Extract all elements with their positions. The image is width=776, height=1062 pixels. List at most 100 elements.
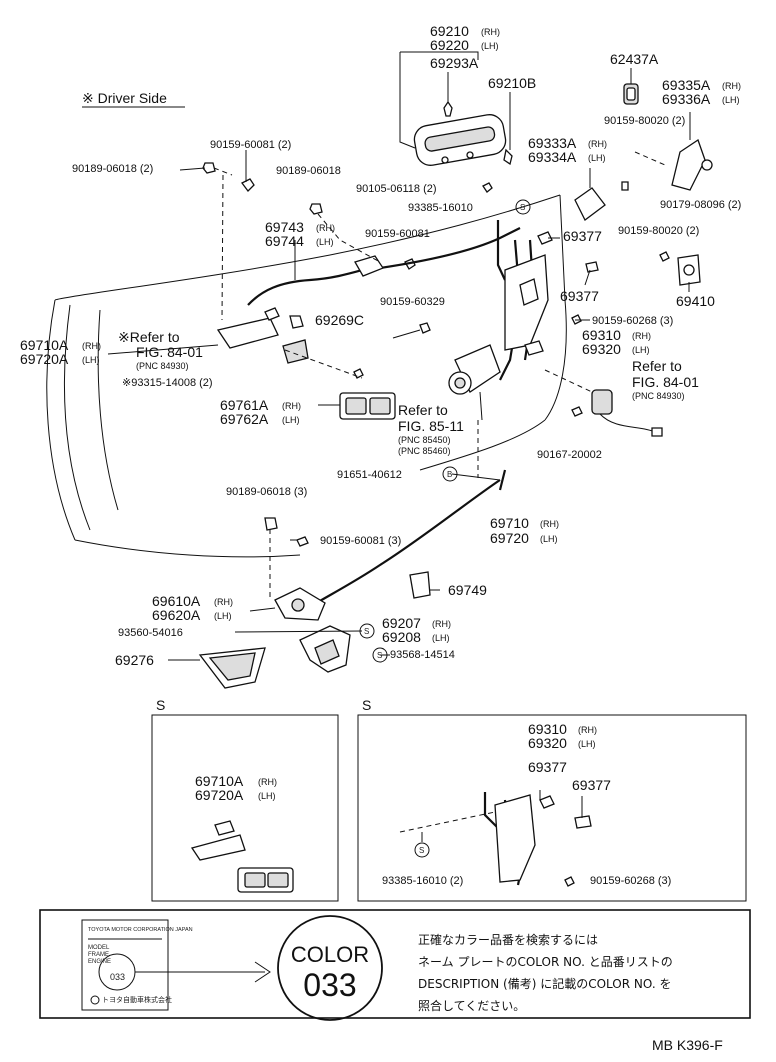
label-69377-b: 69377 bbox=[560, 288, 599, 304]
label-69720: 69720 bbox=[490, 530, 529, 546]
label-93385-16010-a: 93385-16010 bbox=[408, 202, 473, 214]
label-69276: 69276 bbox=[115, 652, 154, 668]
refer1-pnc: (PNC 84930) bbox=[136, 361, 189, 371]
label-69620a: 69620A bbox=[152, 607, 201, 623]
label-69749: 69749 bbox=[448, 582, 487, 598]
inset-box-right bbox=[357, 714, 747, 902]
label-rh: (RH) bbox=[316, 223, 335, 233]
fasteners-upper bbox=[202, 150, 670, 417]
lower-rod bbox=[264, 420, 507, 611]
inset2-lock-part bbox=[399, 790, 592, 887]
label-90159-60081-c: 90159-60081 (3) bbox=[320, 535, 401, 547]
handle-bezel-lower bbox=[299, 625, 351, 673]
label-90159-80020-b: 90159-80020 (2) bbox=[618, 225, 699, 237]
leader-lines bbox=[107, 167, 590, 656]
label-90159-60081-b: 90159-60081 bbox=[365, 228, 430, 240]
nameplate-maker: TOYOTA MOTOR CORPORATION JAPAN bbox=[88, 927, 193, 933]
label-69293a: 69293A bbox=[430, 55, 479, 71]
label-69744: 69744 bbox=[265, 233, 304, 249]
label-69334a: 69334A bbox=[528, 149, 577, 165]
inset2-label-69310: 69310 bbox=[528, 721, 567, 737]
label-lh: (LH) bbox=[540, 534, 558, 544]
label-69207: 69207 bbox=[382, 615, 421, 631]
inset2-label-90159: 90159-60268 (3) bbox=[590, 875, 671, 887]
label-93315-14008: ※93315-14008 (2) bbox=[122, 377, 213, 389]
label-69210: 69210 bbox=[430, 23, 469, 39]
refer2-fig: FIG. 84-01 bbox=[632, 374, 699, 390]
label-69310: 69310 bbox=[582, 327, 621, 343]
nameplate-company: トヨタ自動車株式会社 bbox=[102, 995, 172, 1004]
label-90189-06018-c: 90189-06018 (3) bbox=[226, 486, 307, 498]
inset-box-left bbox=[151, 714, 339, 902]
label-90159-80020-a: 90159-80020 (2) bbox=[604, 115, 685, 127]
inset1-handle-part bbox=[190, 820, 294, 893]
inside-handle-remote bbox=[216, 307, 363, 379]
color-legend-box bbox=[39, 909, 751, 1019]
label-69410: 69410 bbox=[676, 293, 715, 309]
refer1-label: ※Refer to bbox=[118, 329, 180, 345]
inset2-label-69377-b: 69377 bbox=[572, 777, 611, 793]
nameplate-frame: FRAME bbox=[88, 952, 109, 958]
label-90159-60329: 90159-60329 bbox=[380, 296, 445, 308]
label-69333a: 69333A bbox=[528, 135, 577, 151]
label-90159-60268-a: 90159-60268 (3) bbox=[592, 315, 673, 327]
label-rh: (RH) bbox=[214, 597, 233, 607]
rod-clip bbox=[409, 571, 431, 599]
refer2-pnc: (PNC 84930) bbox=[632, 391, 685, 401]
label-69710a: 69710A bbox=[20, 337, 69, 353]
label-rh: (RH) bbox=[432, 619, 451, 629]
marker-s: S bbox=[364, 627, 369, 636]
note-line1: 正確なカラー品番を検索するには bbox=[418, 932, 598, 947]
label-69269c: 69269C bbox=[315, 312, 364, 328]
label-rh: (RH) bbox=[722, 81, 741, 91]
label-rh: (RH) bbox=[632, 331, 651, 341]
lock-switch bbox=[544, 369, 663, 437]
label-69377-a: 69377 bbox=[563, 228, 602, 244]
key-cylinder bbox=[623, 68, 639, 105]
label-rh: (RH) bbox=[540, 519, 559, 529]
marker-s: S bbox=[377, 651, 382, 660]
remote-control-rod bbox=[247, 213, 521, 306]
label-69208: 69208 bbox=[382, 629, 421, 645]
nameplate-color-code: 033 bbox=[110, 972, 125, 982]
lock-motor bbox=[448, 344, 501, 421]
label-lh: (LH) bbox=[316, 237, 334, 247]
label-lh: (LH) bbox=[481, 41, 499, 51]
refer3-pnc2: (PNC 85460) bbox=[398, 446, 451, 456]
refer3-label: Refer to bbox=[398, 402, 448, 418]
marker-b: B bbox=[447, 470, 452, 479]
label-90189-06018-b: 90189-06018 bbox=[276, 165, 341, 177]
label-69710: 69710 bbox=[490, 515, 529, 531]
label-rh: (RH) bbox=[258, 777, 277, 787]
label-91651-40612: 91651-40612 bbox=[337, 469, 402, 481]
label-90167-20002: 90167-20002 bbox=[537, 449, 602, 461]
lock-cover bbox=[634, 112, 713, 191]
refer2-label: Refer to bbox=[632, 358, 682, 374]
label-69335a: 69335A bbox=[662, 77, 711, 93]
inside-handle-lower bbox=[274, 587, 326, 621]
inset2-label-93385: 93385-16010 (2) bbox=[382, 875, 463, 887]
color-badge-word: COLOR bbox=[291, 942, 369, 967]
refer1-fig: FIG. 84-01 bbox=[136, 344, 203, 360]
label-lh: (LH) bbox=[214, 611, 232, 621]
label-69762a: 69762A bbox=[220, 411, 269, 427]
color-badge-code: 033 bbox=[303, 967, 356, 1003]
inset1-label-69710a: 69710A bbox=[195, 773, 244, 789]
inset2-label-69377-a: 69377 bbox=[528, 759, 567, 775]
label-62437a: 62437A bbox=[610, 51, 659, 67]
note-line3: DESCRIPTION (備考) に記載のCOLOR NO. を bbox=[418, 976, 671, 991]
footer-code: MB K396-F bbox=[652, 1037, 723, 1053]
inset2-label-69320: 69320 bbox=[528, 735, 567, 751]
label-69336a: 69336A bbox=[662, 91, 711, 107]
color-badge bbox=[277, 915, 383, 1021]
label-rh: (RH) bbox=[82, 341, 101, 351]
label-93560-54016: 93560-54016 bbox=[118, 627, 183, 639]
label-lh: (LH) bbox=[258, 791, 276, 801]
marker-s: S bbox=[520, 203, 525, 212]
label-69761a: 69761A bbox=[220, 397, 269, 413]
label-rh: (RH) bbox=[578, 725, 597, 735]
driver-side-label: ※ Driver Side bbox=[82, 90, 167, 106]
inset2-s: S bbox=[362, 697, 371, 713]
label-69743: 69743 bbox=[265, 219, 304, 235]
